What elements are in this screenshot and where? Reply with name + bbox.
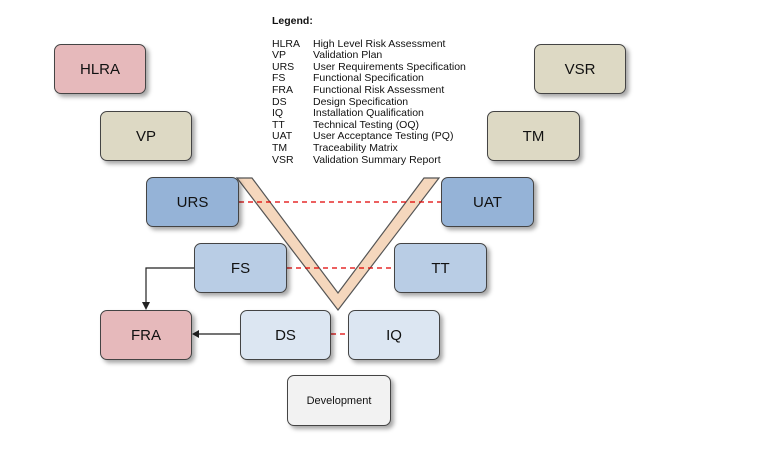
legend-abbr: UAT — [272, 130, 293, 143]
legend-item: FS Functional Specification — [272, 73, 466, 85]
legend-item: DS Design Specification — [272, 95, 466, 109]
legend-abbr: URS — [272, 60, 295, 73]
legend-title: Legend: — [272, 15, 313, 27]
legend-item: VSR Validation Summary Report — [272, 153, 466, 167]
legend-item: URS User Requirements Specification — [272, 60, 466, 74]
legend-abbr: IQ — [272, 107, 284, 120]
vp-box: VP — [100, 111, 192, 161]
legend-abbr: DS — [272, 95, 287, 108]
legend-item: FRA Functional Risk Assessment — [272, 83, 466, 97]
legend-desc: High Level Risk Assessment — [313, 37, 446, 50]
vsr-box: VSR — [534, 44, 626, 94]
legend-abbr: TT — [272, 118, 285, 131]
legend-abbr: FRA — [272, 83, 293, 96]
development-box: Development — [287, 375, 391, 426]
legend-desc: Validation Plan — [313, 49, 383, 62]
ds-box: DS — [240, 310, 331, 360]
arrowhead-fs-fra — [142, 302, 150, 310]
arrowhead-ds-fra — [192, 330, 199, 338]
legend-desc: Installation Qualification — [313, 107, 424, 120]
legend-abbr: TM — [272, 141, 288, 154]
legend-desc: Technical Testing (OQ) — [313, 118, 420, 131]
legend-abbr: VSR — [272, 153, 294, 166]
legend-item: VP Validation Plan — [272, 50, 466, 62]
fra-box: FRA — [100, 310, 192, 360]
legend-desc: Traceability Matrix — [313, 141, 398, 154]
tt-box: TT — [394, 243, 487, 293]
legend-desc: Functional Risk Assessment — [313, 83, 445, 96]
arrow-fs-to-fra — [145, 267, 194, 303]
legend-abbr: VP — [272, 49, 287, 62]
hlra-box: HLRA — [54, 44, 146, 94]
urs-box: URS — [146, 177, 239, 227]
legend-desc: Validation Summary Report — [313, 153, 441, 166]
v-shape — [235, 177, 441, 311]
legend-desc: User Requirements Specification — [313, 60, 466, 73]
legend-desc: Functional Specification — [313, 72, 424, 85]
legend-item: TM Traceability Matrix — [272, 141, 466, 155]
legend-item: TT Technical Testing (OQ) — [272, 118, 466, 132]
legend-abbr: HLRA — [272, 37, 301, 50]
fs-box: FS — [194, 243, 287, 293]
legend-abbr: FS — [272, 72, 286, 85]
legend-desc: User Acceptance Testing (PQ) — [313, 130, 454, 143]
legend-desc: Design Specification — [313, 95, 409, 108]
legend-item: HLRA High Level Risk Assessment — [272, 37, 466, 51]
tm-box: TM — [487, 111, 580, 161]
uat-box: UAT — [441, 177, 534, 227]
legend-item: UAT User Acceptance Testing (PQ) — [272, 131, 466, 143]
legend-item: IQ Installation Qualification — [272, 108, 466, 120]
iq-box: IQ — [348, 310, 440, 360]
